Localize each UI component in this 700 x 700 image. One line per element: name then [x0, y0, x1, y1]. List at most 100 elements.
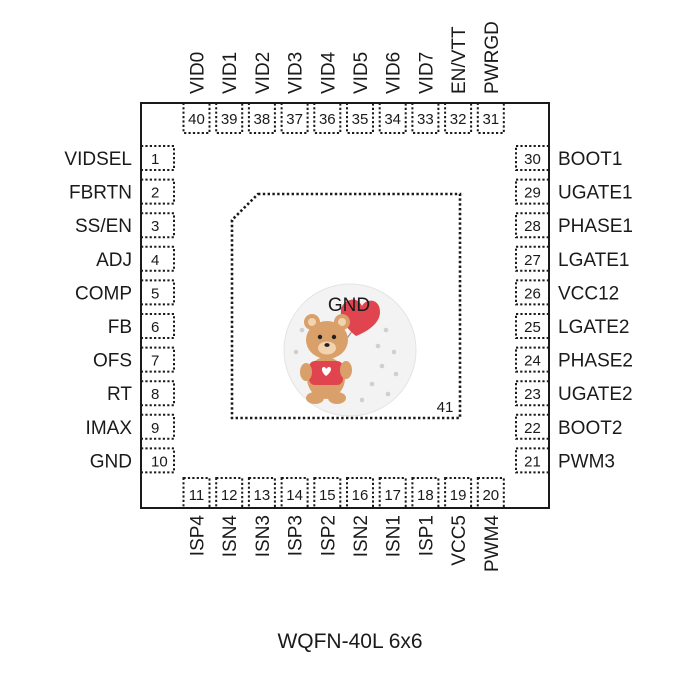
- pin-number-3: 3: [151, 218, 159, 235]
- pin-name-12: ISN4: [220, 515, 241, 558]
- pin-number-24: 24: [524, 353, 541, 370]
- pin-pad-20: [476, 477, 505, 509]
- pin-name-14: ISP3: [286, 515, 307, 556]
- pin-name-1: VIDSEL: [64, 149, 132, 170]
- pin-number-33: 33: [417, 111, 434, 128]
- pin-pad-27: [515, 245, 550, 272]
- pin-pad-11: [182, 477, 211, 509]
- pin-number-19: 19: [450, 487, 467, 504]
- pin-name-35: VID5: [351, 52, 372, 94]
- pin-pad-33: [411, 102, 440, 134]
- pin-pad-34: [378, 102, 407, 134]
- pin-name-18: ISP1: [416, 515, 437, 556]
- pin-number-11: 11: [189, 487, 205, 504]
- pin-number-34: 34: [384, 111, 401, 128]
- pin-pad-37: [280, 102, 309, 134]
- pin-name-37: VID3: [286, 52, 307, 94]
- pin-number-37: 37: [286, 111, 303, 128]
- pin-number-20: 20: [482, 487, 499, 504]
- pin-name-36: VID4: [318, 51, 339, 94]
- pin-pad-23: [515, 380, 550, 407]
- pin-name-10: GND: [90, 451, 132, 472]
- pin-number-22: 22: [524, 420, 541, 437]
- pin-pad-30: [515, 145, 550, 171]
- pin-number-12: 12: [221, 487, 238, 504]
- pin-pad-6: [140, 313, 175, 339]
- pin-pad-25: [515, 313, 550, 339]
- pin-number-30: 30: [524, 151, 541, 168]
- pin-pad-35: [346, 102, 374, 134]
- pin-pad-17: [378, 477, 407, 509]
- pin-number-28: 28: [524, 218, 541, 235]
- pin-pad-28: [515, 212, 550, 239]
- pin-name-40: VID0: [188, 52, 209, 94]
- pin-number-13: 13: [254, 487, 271, 504]
- pin-number-40: 40: [188, 111, 205, 128]
- pin-pad-26: [515, 279, 550, 306]
- pin-name-34: VID6: [384, 52, 405, 94]
- pin-number-31: 31: [482, 111, 499, 128]
- pins: 40VID039VID138VID237VID336VID435VID534VI…: [64, 21, 633, 572]
- pin-name-16: ISN2: [351, 515, 372, 557]
- pin-number-21: 21: [524, 453, 541, 470]
- pin-pad-16: [346, 477, 374, 509]
- pin-pad-7: [140, 346, 175, 373]
- pin-pad-2: [140, 178, 175, 205]
- pin-pad-39: [215, 102, 244, 134]
- pin-name-21: PWM3: [558, 451, 615, 472]
- pin-pad-15: [313, 477, 342, 509]
- pin-number-6: 6: [151, 319, 159, 336]
- pin-number-16: 16: [352, 487, 369, 504]
- pin-name-31: PWRGD: [482, 21, 503, 94]
- pin-number-35: 35: [352, 111, 369, 128]
- pin-pad-9: [140, 413, 175, 440]
- pin-pad-21: [515, 447, 550, 474]
- pin-pad-36: [313, 102, 342, 134]
- pin-name-24: PHASE2: [558, 351, 633, 372]
- pin-pad-24: [515, 346, 550, 373]
- pin-number-14: 14: [286, 487, 303, 504]
- pin-name-29: UGATE1: [558, 183, 633, 204]
- pin-number-17: 17: [384, 487, 401, 504]
- pin-name-3: SS/EN: [75, 216, 132, 237]
- pin-number-32: 32: [450, 111, 467, 128]
- pin-pad-32: [444, 102, 473, 134]
- pin-pad-40: [182, 102, 211, 134]
- pin-number-10: 10: [151, 453, 168, 470]
- pin-name-23: UGATE2: [558, 384, 633, 405]
- pin-pad-29: [515, 178, 550, 205]
- pin-name-32: EN/VTT: [449, 26, 470, 94]
- pin-pad-14: [280, 477, 309, 509]
- pin-number-15: 15: [319, 487, 336, 504]
- pin-name-22: BOOT2: [558, 418, 622, 439]
- pin-pad-19: [444, 477, 473, 509]
- exposed-pad-number: 41: [437, 399, 454, 416]
- pin-name-26: VCC12: [558, 283, 619, 304]
- pin-name-7: OFS: [93, 351, 132, 372]
- pin-number-29: 29: [524, 185, 541, 202]
- pin-pad-13: [247, 477, 276, 509]
- pin-pad-31: [476, 102, 505, 134]
- pin-number-8: 8: [151, 386, 159, 403]
- pin-name-13: ISN3: [253, 515, 274, 557]
- pin-number-2: 2: [151, 185, 159, 202]
- pin-number-26: 26: [524, 285, 541, 302]
- pin-pad-38: [247, 102, 276, 134]
- pin-name-11: ISP4: [188, 515, 209, 557]
- exposed-pad-label: GND: [328, 295, 370, 316]
- pin-name-6: FB: [108, 317, 132, 338]
- pin-name-28: PHASE1: [558, 216, 633, 237]
- pin-pad-5: [140, 279, 175, 306]
- pin-pad-18: [411, 477, 440, 509]
- pin-name-27: LGATE1: [558, 250, 629, 271]
- pin-pad-22: [515, 413, 550, 440]
- pin-pad-4: [140, 245, 175, 272]
- package-caption: WQFN-40L 6x6: [277, 630, 422, 653]
- pin-number-1: 1: [151, 151, 159, 168]
- pin-pad-3: [140, 212, 175, 239]
- pin-number-38: 38: [254, 111, 271, 128]
- pin-number-7: 7: [151, 353, 159, 370]
- exposed-pad: [230, 192, 462, 420]
- pin-number-27: 27: [524, 252, 541, 269]
